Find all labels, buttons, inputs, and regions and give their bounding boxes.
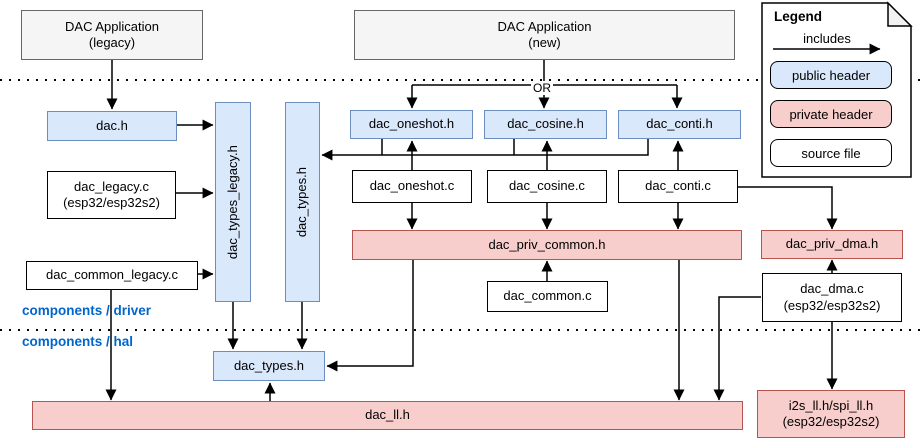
node-label: i2s_ll.h/spi_ll.h bbox=[788, 397, 874, 413]
node-label: dac_legacy.c bbox=[74, 178, 149, 194]
layer-label-components-driver: components / driver bbox=[22, 303, 152, 318]
node-label: dac_types.h bbox=[233, 357, 305, 373]
node-label: dac_common.c bbox=[503, 288, 592, 304]
edge-dma-c-to-ll bbox=[713, 296, 761, 401]
node-label: dac_oneshot.c bbox=[369, 178, 455, 194]
node-label: dac_cosine.h bbox=[507, 116, 584, 132]
node-dac-h: dac.h bbox=[47, 111, 177, 141]
edge-priv-common-to-types-hal bbox=[326, 260, 414, 372]
legend-shape bbox=[761, 1, 913, 178]
node-dac-conti-c: dac_conti.c bbox=[618, 170, 738, 203]
node-label: dac_cosine.c bbox=[509, 178, 585, 194]
node-dac-priv-common-h: dac_priv_common.h bbox=[352, 230, 742, 260]
node-label: dac_priv_common.h bbox=[488, 236, 606, 252]
node-dac-types-h-driver: dac_types.h bbox=[285, 102, 320, 302]
legend-includes-label: includes bbox=[803, 31, 851, 46]
node-dac-types-legacy-h: dac_types_legacy.h bbox=[215, 102, 251, 302]
node-dac-oneshot-h: dac_oneshot.h bbox=[350, 110, 473, 139]
node-dac-types-h-hal: dac_types.h bbox=[213, 351, 325, 381]
node-dac-legacy-c: dac_legacy.c (esp32/esp32s2) bbox=[47, 171, 176, 219]
node-label: dac_types.h bbox=[294, 166, 310, 238]
node-label: (esp32/esp32s2) bbox=[782, 414, 880, 429]
node-label: dac_oneshot.h bbox=[368, 116, 455, 132]
legend-private-header-label: private header bbox=[789, 106, 873, 122]
node-label: DAC Application bbox=[65, 18, 159, 34]
node-label: (legacy) bbox=[88, 35, 136, 50]
node-dac-application-legacy: DAC Application (legacy) bbox=[21, 10, 203, 60]
node-label: dac_types_legacy.h bbox=[224, 145, 240, 259]
node-i2s-spi-ll-h: i2s_ll.h/spi_ll.h (esp32/esp32s2) bbox=[757, 390, 905, 438]
layer-separators bbox=[0, 79, 923, 331]
node-dac-ll-h: dac_ll.h bbox=[32, 401, 743, 430]
node-label: dac_dma.c bbox=[800, 281, 864, 297]
include-edges bbox=[105, 60, 838, 401]
layer-label-components-hal: components / hal bbox=[22, 334, 134, 349]
node-label: dac_priv_dma.h bbox=[785, 236, 879, 252]
legend-source-file-swatch: source file bbox=[770, 139, 892, 167]
node-label: (esp32/esp32s2) bbox=[63, 195, 160, 210]
node-dac-cosine-c: dac_cosine.c bbox=[487, 170, 607, 203]
node-label: dac_common_legacy.c bbox=[46, 267, 178, 283]
node-label: dac_ll.h bbox=[365, 407, 410, 423]
node-label: DAC Application bbox=[497, 18, 592, 34]
legend-public-header-label: public header bbox=[791, 67, 871, 83]
node-dac-common-c: dac_common.c bbox=[487, 281, 608, 312]
legend-title: Legend bbox=[774, 9, 823, 24]
node-label: (new) bbox=[528, 35, 561, 50]
legend-public-header-swatch: public header bbox=[770, 61, 892, 89]
node-dac-dma-c: dac_dma.c (esp32/esp32s2) bbox=[762, 273, 902, 322]
node-label: dac_conti.h bbox=[646, 116, 713, 132]
legend-source-file-label: source file bbox=[801, 145, 861, 161]
edge-conti-c-to-priv-dma bbox=[738, 186, 838, 230]
node-dac-cosine-h: dac_cosine.h bbox=[484, 110, 607, 139]
node-dac-application-new: DAC Application (new) bbox=[354, 10, 735, 60]
node-label: (esp32/esp32s2) bbox=[783, 297, 881, 313]
edge-headers-to-types-driver bbox=[321, 139, 649, 161]
node-label: dac.h bbox=[96, 117, 128, 133]
node-dac-conti-h: dac_conti.h bbox=[618, 110, 741, 139]
node-dac-oneshot-c: dac_oneshot.c bbox=[352, 170, 472, 203]
legend-private-header-swatch: private header bbox=[770, 100, 892, 128]
node-dac-priv-dma-h: dac_priv_dma.h bbox=[761, 230, 903, 259]
node-dac-common-legacy-c: dac_common_legacy.c bbox=[26, 261, 198, 290]
legend-page-fold-icon bbox=[887, 1, 913, 27]
node-label: dac_conti.c bbox=[645, 178, 711, 194]
or-label: OR bbox=[531, 81, 553, 95]
